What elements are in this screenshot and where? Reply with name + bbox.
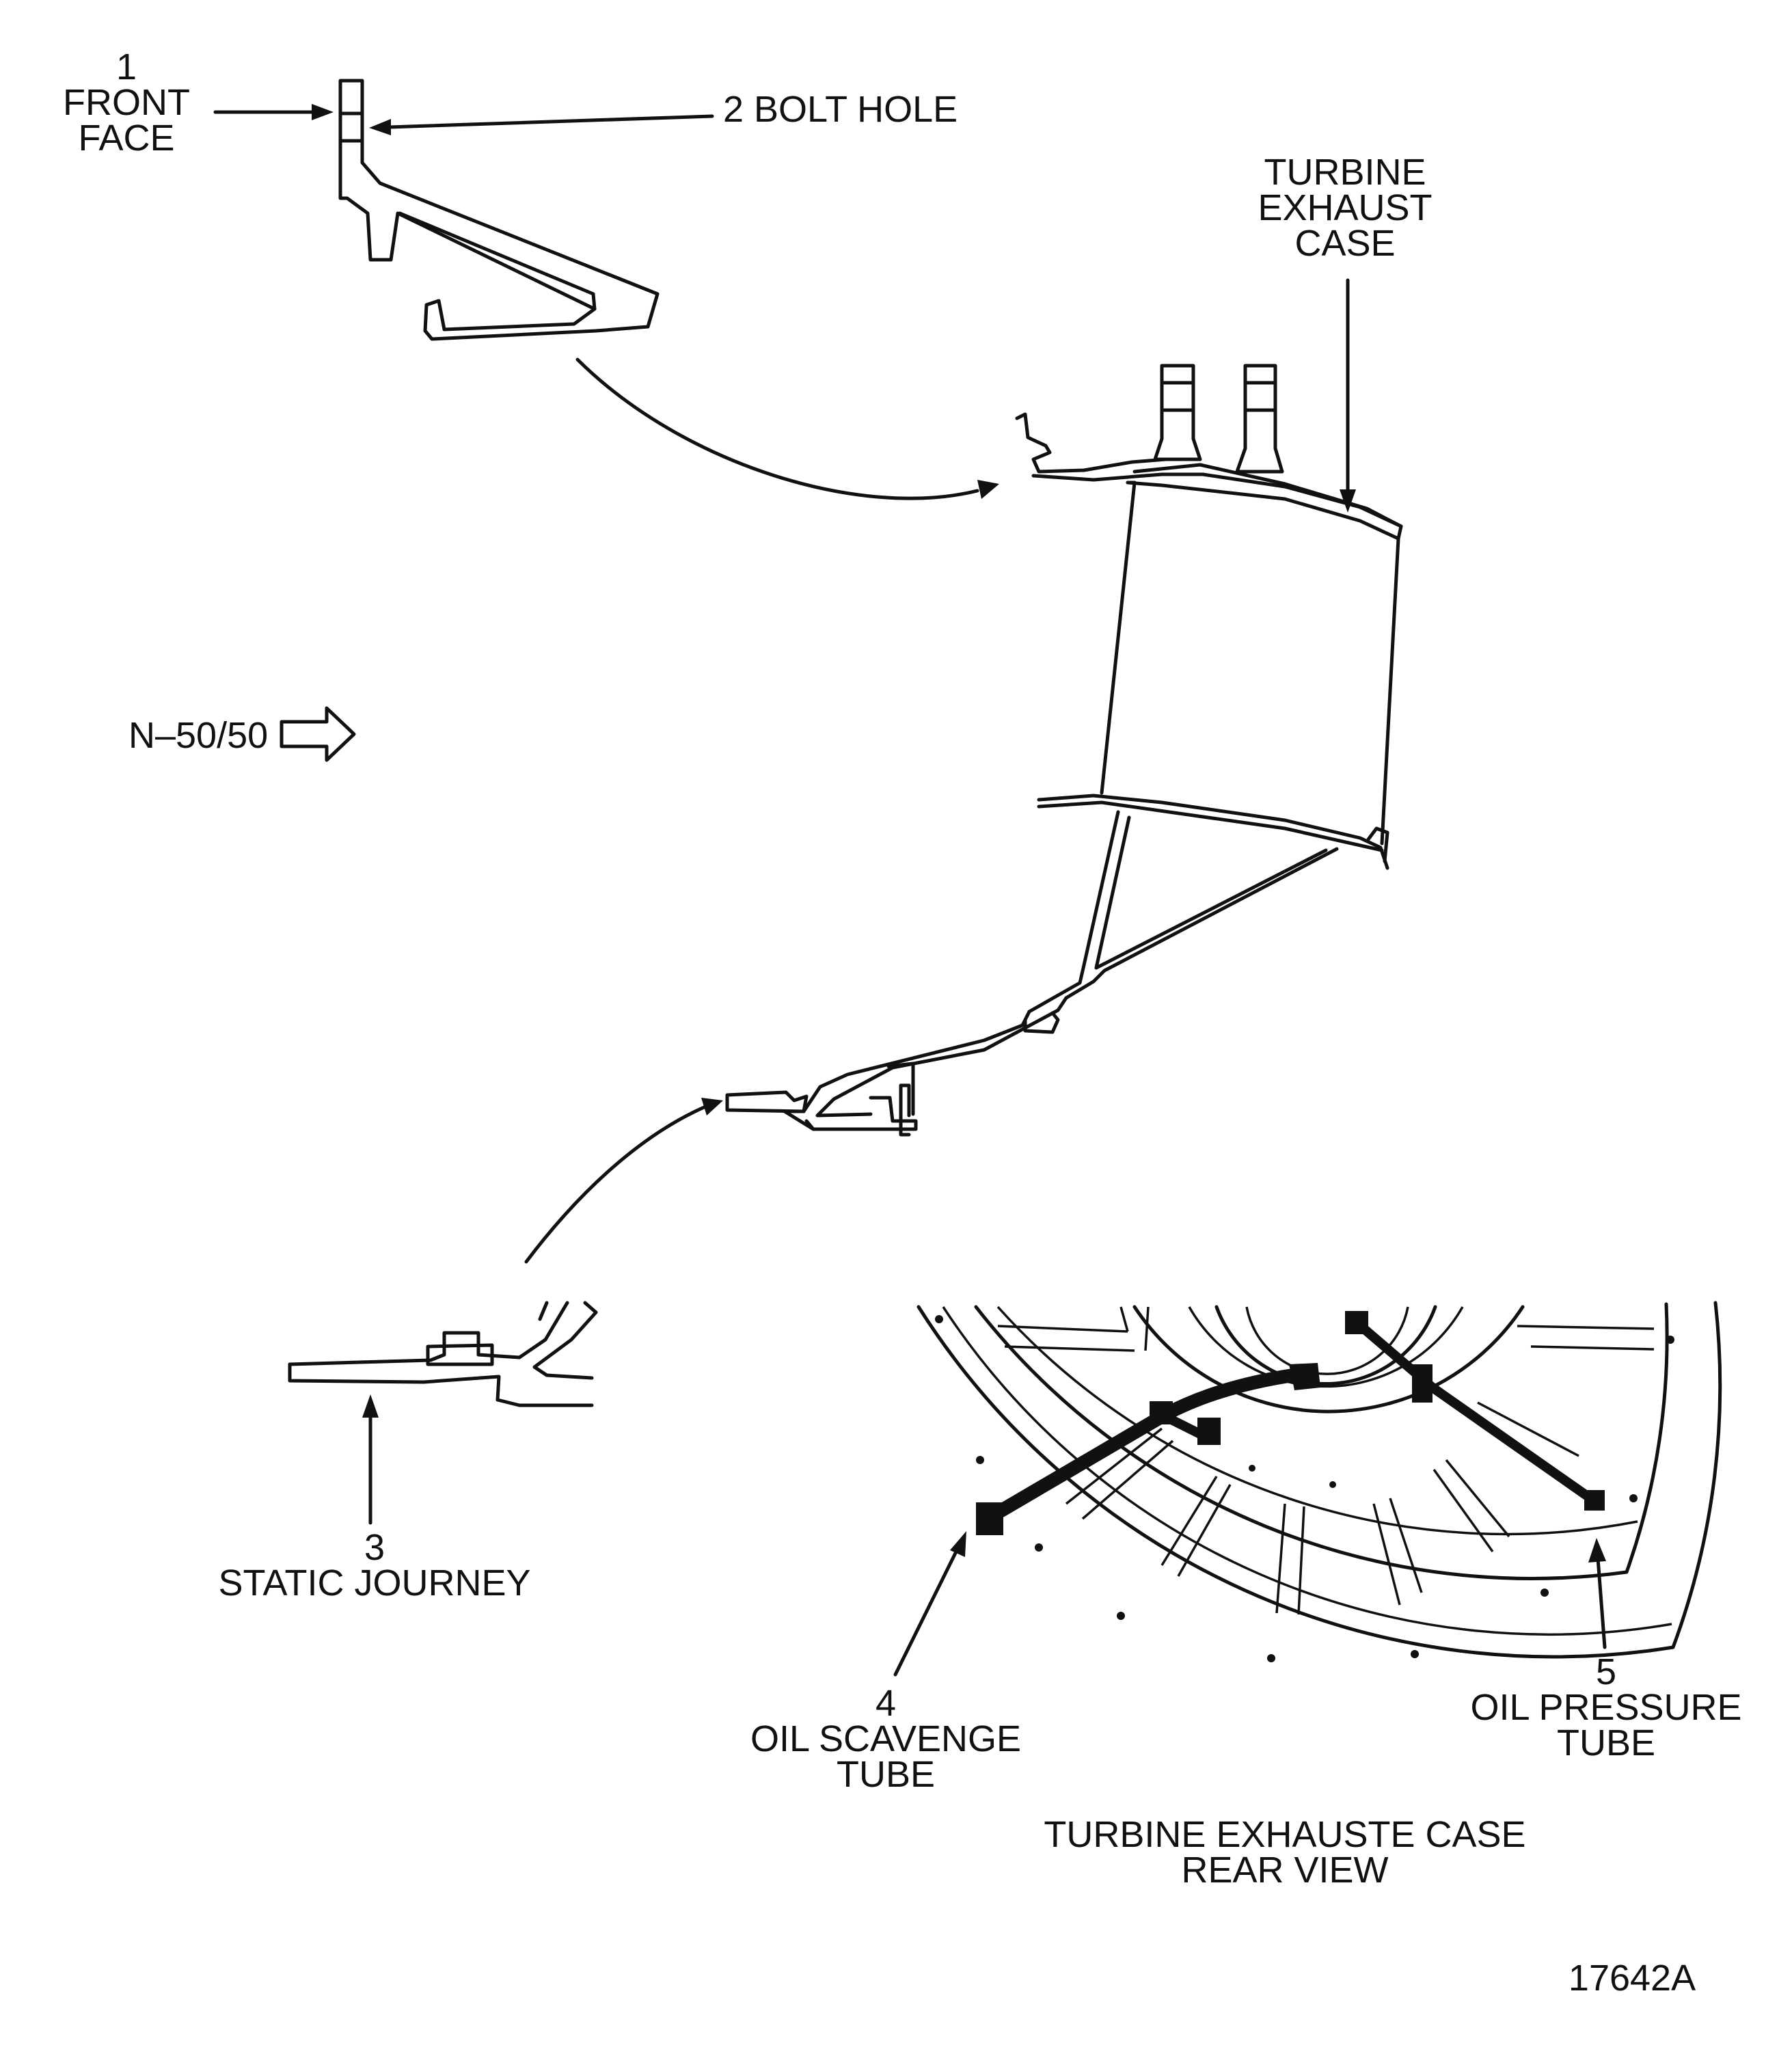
tec-line1: TURBINE bbox=[1264, 152, 1426, 193]
direction-indicator: N–50/50 bbox=[128, 706, 356, 762]
flange-to-case-arrow bbox=[575, 357, 999, 500]
exhaust-case-section bbox=[725, 364, 1403, 1137]
front-face-arrow bbox=[213, 104, 334, 120]
oil-pressure-arrow bbox=[1588, 1538, 1607, 1649]
front-face-number: 1 bbox=[116, 46, 137, 87]
static-journey-text: STATIC JOURNEY bbox=[218, 1563, 530, 1604]
front-face-line2: FACE bbox=[78, 118, 174, 159]
oil-scavenge-tube bbox=[976, 1363, 1320, 1535]
label-front-face: 1 FRONT FACE bbox=[63, 46, 190, 159]
bolt-hole-arrow bbox=[369, 114, 714, 135]
oil-pressure-line2: TUBE bbox=[1557, 1722, 1655, 1763]
label-turbine-exhaust-case: TURBINE EXHAUST CASE bbox=[1258, 152, 1432, 264]
oil-scavenge-line2: TUBE bbox=[837, 1754, 935, 1795]
tec-line2: EXHAUST bbox=[1258, 187, 1432, 228]
rear-view-caption: TURBINE EXHAUSTE CASE REAR VIEW bbox=[1044, 1814, 1525, 1891]
label-static-journey: 3 STATIC JOURNEY bbox=[218, 1527, 530, 1604]
static-journey-number: 3 bbox=[364, 1527, 385, 1568]
tec-arrow bbox=[1340, 278, 1356, 513]
bolt-hole-label: 2 BOLT HOLE bbox=[723, 89, 958, 130]
label-oil-scavenge-tube: 4 OIL SCAVENGE TUBE bbox=[750, 1683, 1021, 1795]
static-journey-arrow bbox=[362, 1394, 379, 1525]
rear-view-illustration bbox=[917, 1301, 1722, 1662]
flange-detail bbox=[338, 79, 660, 341]
front-face-line1: FRONT bbox=[63, 82, 190, 123]
oil-scavenge-arrow bbox=[893, 1531, 966, 1677]
figure-id: 17642A bbox=[1569, 1958, 1696, 1999]
static-journey-detail bbox=[288, 1301, 598, 1407]
oil-pressure-tube bbox=[1345, 1311, 1605, 1511]
oil-pressure-number: 5 bbox=[1596, 1651, 1616, 1692]
tec-line3: CASE bbox=[1294, 223, 1395, 264]
oil-pressure-line1: OIL PRESSURE bbox=[1470, 1687, 1741, 1728]
oil-scavenge-line1: OIL SCAVENGE bbox=[750, 1718, 1021, 1759]
direction-label: N–50/50 bbox=[128, 715, 268, 756]
oil-scavenge-number: 4 bbox=[875, 1683, 896, 1724]
rear-view-line1: TURBINE EXHAUSTE CASE bbox=[1044, 1814, 1525, 1855]
label-oil-pressure-tube: 5 OIL PRESSURE TUBE bbox=[1470, 1651, 1741, 1763]
direction-arrow-icon bbox=[280, 706, 356, 762]
rear-view-line2: REAR VIEW bbox=[1181, 1850, 1388, 1891]
static-to-case-arrow bbox=[524, 1098, 723, 1264]
